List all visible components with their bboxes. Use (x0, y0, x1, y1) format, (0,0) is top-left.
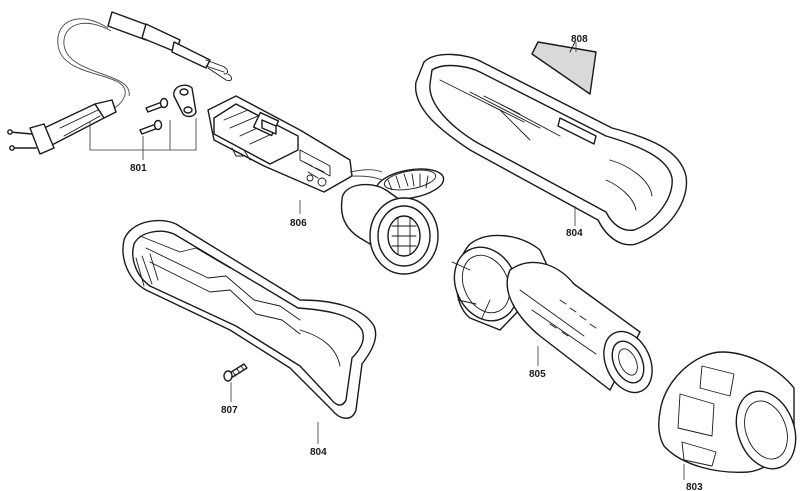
screw-icon (139, 97, 169, 135)
callout-804-bottom: 804 (310, 447, 327, 458)
cable-end-top (107, 11, 233, 81)
part-807-screw (223, 363, 248, 382)
part-804-housing-shell-bottom (122, 219, 377, 419)
part-804-housing-shell-top (415, 53, 688, 246)
fan-disc-icon (375, 168, 445, 200)
part-806-electronics-module (207, 95, 445, 275)
callout-805: 805 (529, 369, 546, 380)
callout-807: 807 (221, 405, 238, 416)
part-801-power-cord (7, 11, 233, 160)
callout-808: 808 (571, 34, 588, 45)
callout-806: 806 (290, 218, 307, 229)
cable-clamp-icon (173, 84, 197, 118)
callout-804-top: 804 (566, 228, 583, 239)
motor-housing-icon (340, 183, 439, 275)
callout-801: 801 (130, 163, 147, 174)
callout-803: 803 (686, 482, 703, 491)
part-803-nozzle-cap (658, 351, 797, 473)
part-805-heating-tube (451, 234, 653, 394)
part-808-label-plate (531, 41, 597, 95)
plug-icon (7, 99, 117, 155)
